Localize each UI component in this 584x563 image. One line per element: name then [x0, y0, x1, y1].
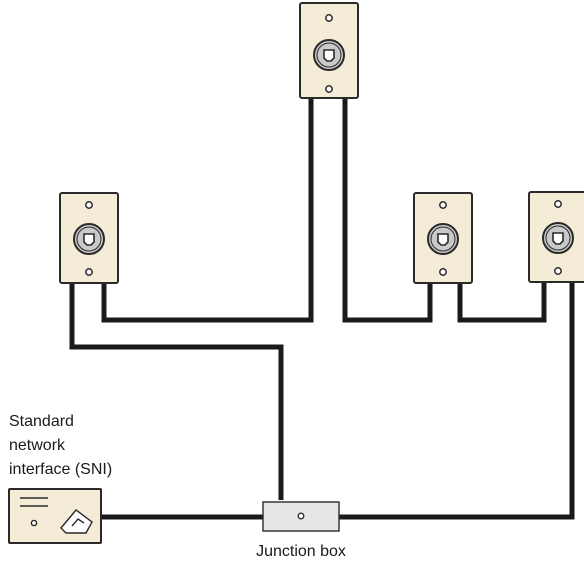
- screw-bottom: [439, 268, 447, 276]
- wire-junction-to-right-jack: [338, 280, 575, 520]
- screw-top: [85, 201, 93, 209]
- sni-housing: [8, 488, 102, 544]
- wall-jack-right: [528, 191, 584, 283]
- sni-box: [8, 488, 102, 544]
- sni-label-line-1: Standard: [9, 413, 74, 430]
- junction-screw: [297, 512, 305, 520]
- sni-label-line-2: network: [9, 437, 66, 454]
- wires: [69, 99, 575, 520]
- wire-top-jack-to-middle-right-jack: [342, 99, 433, 323]
- junction-box: [262, 501, 340, 532]
- screw-top: [325, 14, 333, 22]
- telephone-jack-icon: [73, 223, 105, 255]
- screw-top: [554, 200, 562, 208]
- screw-bottom: [554, 267, 562, 275]
- telephone-jack-icon: [313, 39, 345, 71]
- wall-jack-middle-right: [413, 192, 473, 284]
- screw-bottom: [325, 85, 333, 93]
- wall-jack-top: [299, 2, 359, 99]
- junction-box-label: Junction box: [256, 543, 346, 560]
- telephone-jack-icon: [427, 223, 459, 255]
- wire-middle-right-to-right-jack: [457, 282, 547, 323]
- wire-left-jack-to-top-jack: [101, 99, 314, 323]
- wall-jack-left: [59, 192, 119, 284]
- screw-top: [439, 201, 447, 209]
- sni-label-line-3: interface (SNI): [9, 461, 112, 478]
- telephone-jack-icon: [542, 222, 574, 254]
- wire-junction-to-left-jack: [69, 283, 284, 500]
- screw-bottom: [85, 268, 93, 276]
- network-interface-icon: [20, 497, 93, 534]
